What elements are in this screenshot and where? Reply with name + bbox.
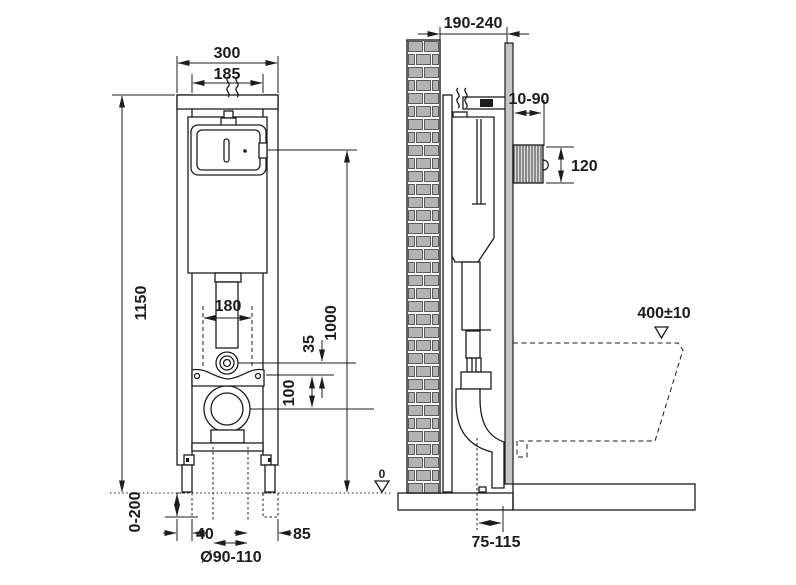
svg-text:180: 180 (215, 298, 242, 315)
left-foot-hidden (176, 492, 193, 518)
front-view: 0 (110, 45, 392, 566)
svg-text:40: 40 (196, 526, 214, 543)
svg-text:Ø90-110: Ø90-110 (200, 549, 261, 566)
dim-installation-depth: 190-240 (418, 15, 529, 44)
floor-slab-rear (397, 492, 514, 511)
dim-profile-width: 40 (163, 519, 214, 543)
dim-frame-height: 1150 (112, 94, 175, 493)
svg-text:100: 100 (281, 380, 298, 407)
water-supply-icon (226, 76, 239, 98)
floor-level-zero-label: 0 (379, 467, 386, 481)
svg-text:35: 35 (301, 335, 318, 353)
flush-plate (512, 144, 549, 184)
frame-rail-side (442, 94, 453, 493)
dim-outlet-side-offset: 85 (234, 519, 311, 543)
flush-plate-tab (542, 159, 549, 171)
svg-text:10-90: 10-90 (509, 91, 550, 108)
right-foot-hidden (262, 492, 279, 518)
dim-leg-adjustment: 0-200 (127, 491, 198, 532)
left-foot-tube (181, 464, 193, 493)
brick-wall (406, 39, 441, 494)
svg-text:300: 300 (214, 45, 241, 62)
svg-text:185: 185 (214, 66, 241, 83)
flush-elbow (215, 351, 356, 375)
drain-bend-side (455, 388, 505, 530)
svg-text:400±10: 400±10 (637, 305, 690, 322)
toilet-bowl-outline (513, 342, 684, 458)
fill-valve-cap (223, 110, 234, 119)
floor-slab-front (512, 483, 696, 511)
bowl-level-triangle (653, 326, 670, 340)
dim-plate-clearance: 10-90 (509, 91, 550, 146)
window-clip (258, 142, 268, 159)
svg-text:85: 85 (293, 526, 311, 543)
lower-frame (176, 442, 279, 522)
dim-outlet-wall-distance: 75-115 (472, 506, 521, 551)
side-view: 190-240 10-90 120 400±10 75-115 (397, 15, 696, 551)
svg-text:120: 120 (571, 158, 598, 175)
level-marker-triangle (373, 480, 391, 494)
right-foot-tube (264, 464, 276, 493)
svg-text:0-200: 0-200 (127, 491, 144, 532)
svg-text:75-115: 75-115 (472, 534, 521, 551)
svg-text:190-240: 190-240 (444, 15, 503, 32)
dim-bowl-height: 400±10 (637, 305, 691, 340)
dim-outlet-drop: 100 (281, 376, 315, 408)
window-dot (243, 149, 247, 153)
dim-bracket-width: 180 (202, 298, 253, 368)
bottom-crossbar (191, 442, 264, 452)
cistern-side (451, 116, 495, 263)
dim-frame-width: 300 (176, 45, 279, 93)
dim-outlet-diameter: Ø90-110 (200, 540, 262, 566)
dim-plate-height: 120 (546, 146, 598, 184)
cistern (187, 110, 268, 274)
svg-text:1150: 1150 (133, 286, 150, 321)
dim-actuator-height: 1000 (268, 149, 357, 493)
bowl-bracket (460, 371, 492, 390)
drain-outlet (203, 385, 374, 444)
flush-pipe-side (460, 261, 492, 390)
floor-level-line: 0 (110, 467, 392, 494)
svg-text:1000: 1000 (323, 305, 340, 341)
mounting-plate (191, 368, 334, 387)
window-slot (223, 138, 230, 163)
top-crossbar (176, 94, 279, 110)
outlet-socket (210, 429, 245, 444)
wall-panel (504, 42, 514, 485)
dim-inner-width: 185 (191, 66, 264, 93)
dim-elbow-offset: 35 (301, 335, 325, 398)
